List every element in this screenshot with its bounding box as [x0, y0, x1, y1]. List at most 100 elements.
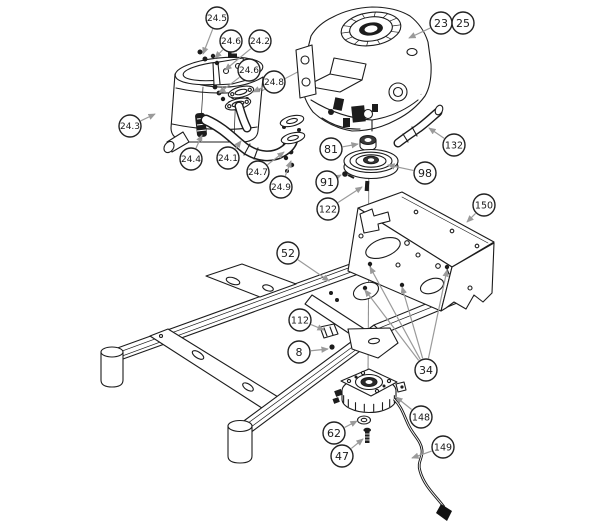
callout-balloon-122[interactable]: [316, 197, 340, 221]
leader-line: [252, 86, 264, 93]
leader-line: [342, 142, 359, 149]
callout-label: 149: [434, 442, 452, 453]
callout-balloon-34[interactable]: [414, 358, 438, 382]
callout-balloon-149[interactable]: [431, 435, 455, 459]
carburetor-detail: [321, 97, 378, 130]
callout-balloon-148[interactable]: [409, 405, 433, 429]
callout-balloon-150[interactable]: [472, 193, 496, 217]
callout-label: 8: [296, 346, 303, 359]
callout-balloon-112[interactable]: [288, 308, 312, 332]
callout-balloon-47[interactable]: [330, 444, 354, 468]
callout-label: 24.1: [218, 154, 238, 164]
fan-fin: [344, 36, 353, 41]
callout-balloon-24.2[interactable]: [248, 29, 272, 53]
fan-fin: [340, 31, 351, 34]
clutch-wire-harness: [392, 398, 452, 521]
callout-label: 24.6: [221, 37, 241, 47]
callout-label: 24.8: [264, 78, 284, 88]
flywheel-fan: [340, 11, 402, 47]
leader-line: [224, 48, 252, 71]
callout-balloon-24.4[interactable]: [179, 147, 203, 171]
leader-line: [310, 324, 325, 331]
fan-fin: [382, 13, 389, 19]
leader-line: [333, 174, 342, 181]
leader-line: [344, 420, 358, 428]
carriage-bolt: [335, 298, 339, 302]
pulley-bolt: [342, 171, 348, 177]
drain-hose: [393, 104, 444, 148]
leader-line: [387, 163, 414, 172]
callout-label: 24.5: [207, 14, 227, 24]
engine-side-cover: [295, 44, 317, 99]
callout-balloon-52[interactable]: [276, 241, 300, 265]
wire-connector: [436, 504, 452, 521]
leader-line: [195, 134, 203, 149]
fan-fin: [385, 36, 392, 40]
leader-line: [427, 269, 449, 359]
callout-label: 91: [320, 176, 334, 189]
leader-line: [408, 27, 431, 39]
callout-label: 52: [281, 247, 295, 260]
fan-fin: [361, 13, 365, 19]
callout-balloon-132[interactable]: [442, 133, 466, 157]
dipstick-handle: [406, 47, 418, 57]
frame-post-front: [227, 425, 253, 464]
leader-line: [400, 286, 424, 359]
crankshaft-stack: [342, 135, 399, 192]
leader-line: [395, 396, 413, 410]
callout-label: 112: [291, 315, 309, 326]
leader-line: [218, 76, 240, 94]
exhaust-flanges: [279, 114, 306, 145]
engine-deck-plate: [347, 191, 495, 312]
callout-balloon-25[interactable]: [451, 11, 475, 35]
callout-label: 98: [418, 167, 432, 180]
pulley: [343, 148, 399, 180]
callout-balloon-24.7[interactable]: [246, 160, 270, 184]
fan-fin: [366, 40, 369, 47]
callout-label: 62: [327, 427, 341, 440]
callout-balloon-24.5[interactable]: [205, 6, 229, 30]
callout-balloon-24.9[interactable]: [269, 175, 293, 199]
leader-line: [337, 186, 363, 203]
engine: [295, 6, 432, 132]
callout-balloon-24.3[interactable]: [118, 114, 142, 138]
leader-line: [267, 151, 285, 166]
leader-line: [202, 28, 214, 55]
callout-label: 24.4: [181, 155, 201, 165]
fan-fin: [350, 18, 357, 22]
callout-label: 132: [445, 140, 463, 151]
callout-label: 47: [335, 450, 349, 463]
carriage-bolt: [329, 344, 335, 350]
deck-notch-cutout: [359, 208, 391, 234]
frame-post-left: [100, 351, 124, 388]
carriage-bolt: [329, 291, 333, 295]
leader-line: [234, 140, 242, 149]
shaft-key: [364, 180, 370, 192]
callout-balloon-24.6[interactable]: [219, 29, 243, 53]
leader-line: [284, 160, 292, 177]
callout-balloon-24.6[interactable]: [237, 58, 261, 82]
callout-label: 24.9: [271, 183, 291, 193]
fan-fin: [373, 11, 376, 18]
leader-line: [466, 213, 476, 223]
callout-balloon-98[interactable]: [413, 161, 437, 185]
callout-balloon-91[interactable]: [315, 170, 339, 194]
callout-label: 34: [419, 364, 433, 377]
exhaust-pipe: [200, 101, 299, 162]
callout-balloon-8[interactable]: [287, 340, 311, 364]
callout-label: 23: [434, 17, 448, 30]
leader-line: [350, 438, 364, 449]
callout-balloon-81[interactable]: [319, 137, 343, 161]
callout-balloon-24.1[interactable]: [216, 146, 240, 170]
callout-balloon-24.8[interactable]: [262, 70, 286, 94]
callout-label: 24.3: [120, 122, 140, 132]
fan-fin: [342, 25, 352, 27]
callout-balloon-62[interactable]: [322, 421, 346, 445]
deck-side-flange: [440, 242, 495, 312]
fan-fin: [353, 39, 360, 45]
fan-fin: [390, 31, 400, 33]
fan-fin: [389, 17, 398, 22]
